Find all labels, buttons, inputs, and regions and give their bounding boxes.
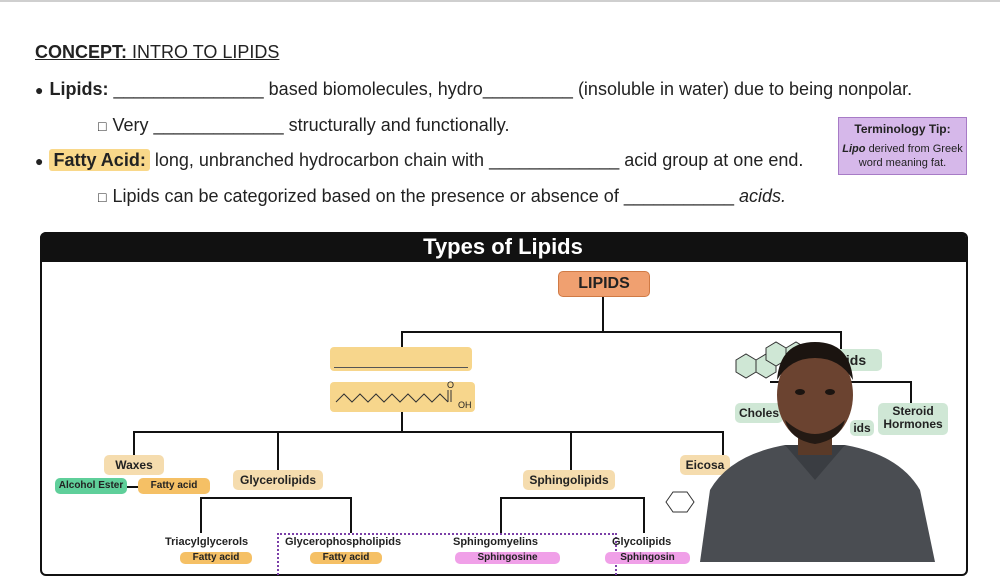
connector: [200, 497, 352, 499]
lipids-root-node: LIPIDS: [558, 271, 650, 297]
sphingomyelins-label: Sphingomyelins: [453, 536, 538, 548]
sphingomyelin-sphingosine: Sphingosine: [455, 552, 560, 564]
connector: [401, 331, 842, 333]
top-divider: [0, 0, 1000, 2]
note-line-fatty-acid: ●Fatty Acid: long, unbranched hydrocarbo…: [35, 149, 804, 171]
oxygen-label: O: [447, 380, 455, 390]
connector: [910, 381, 912, 403]
connector: [570, 431, 572, 471]
tip-body: Lipo derived from Greek word meaning fat…: [842, 143, 963, 169]
fatty-acid-node: Fatty acid: [138, 478, 210, 494]
page-title: CONCEPT: INTRO TO LIPIDS: [35, 42, 280, 62]
hydroxyl-label: OH: [458, 400, 472, 410]
fatty-acid-chain-icon: [335, 390, 452, 403]
connector: [643, 497, 645, 533]
connector: [500, 497, 502, 533]
glycolipid-sphingosine: Sphingosin: [605, 552, 690, 564]
sphingolipids-node: Sphingolipids: [523, 470, 615, 490]
connector: [500, 497, 645, 499]
triacylglycerols-label: Triacylglycerols: [165, 536, 249, 548]
alcohol-ester-node: Alcohol Ester: [55, 478, 127, 494]
glycerolipids-node: Glycerolipids: [233, 470, 323, 490]
cholesterol-node: Choles: [735, 403, 783, 423]
connector: [401, 331, 403, 347]
connector: [133, 431, 723, 433]
triacylglycerol-fatty-acid: Fatty acid: [180, 552, 252, 564]
blank-category-node: [330, 347, 472, 371]
connector: [401, 412, 403, 432]
steroids-suffix-node: ids: [850, 420, 874, 436]
tip-title: Terminology Tip:: [854, 122, 951, 136]
steroid-hormones-node: Steroid Hormones: [878, 403, 948, 435]
phospholipid-fatty-acid: Fatty acid: [310, 552, 382, 564]
terminology-tip: Terminology Tip: Lipo derived from Greek…: [838, 117, 967, 175]
eicosanoids-node: Eicosa: [680, 455, 730, 475]
glycolipids-label: Glycolipids: [612, 536, 672, 548]
eicosanoid-ring-icon: [665, 491, 695, 513]
connector: [200, 497, 202, 533]
diagram-title: Types of Lipids: [40, 232, 966, 262]
connector: [133, 431, 135, 456]
connector: [602, 295, 604, 333]
connector: [840, 331, 842, 351]
waxes-node: Waxes: [104, 455, 164, 475]
note-line-categorized: □Lipids can be categorized based on the …: [98, 186, 787, 206]
note-line-lipids: ●Lipids: _______________ based biomolecu…: [35, 79, 913, 99]
fatty-acid-structure: O OH: [330, 380, 475, 412]
connector: [277, 431, 279, 471]
connector: [120, 486, 142, 488]
note-line-very: □Very _____________ structurally and fun…: [98, 115, 510, 135]
connector: [722, 431, 724, 456]
presenter-video: [700, 342, 935, 562]
connector: [350, 497, 352, 533]
glycerophospholipids-label: Glycerophospholipids: [285, 536, 402, 548]
